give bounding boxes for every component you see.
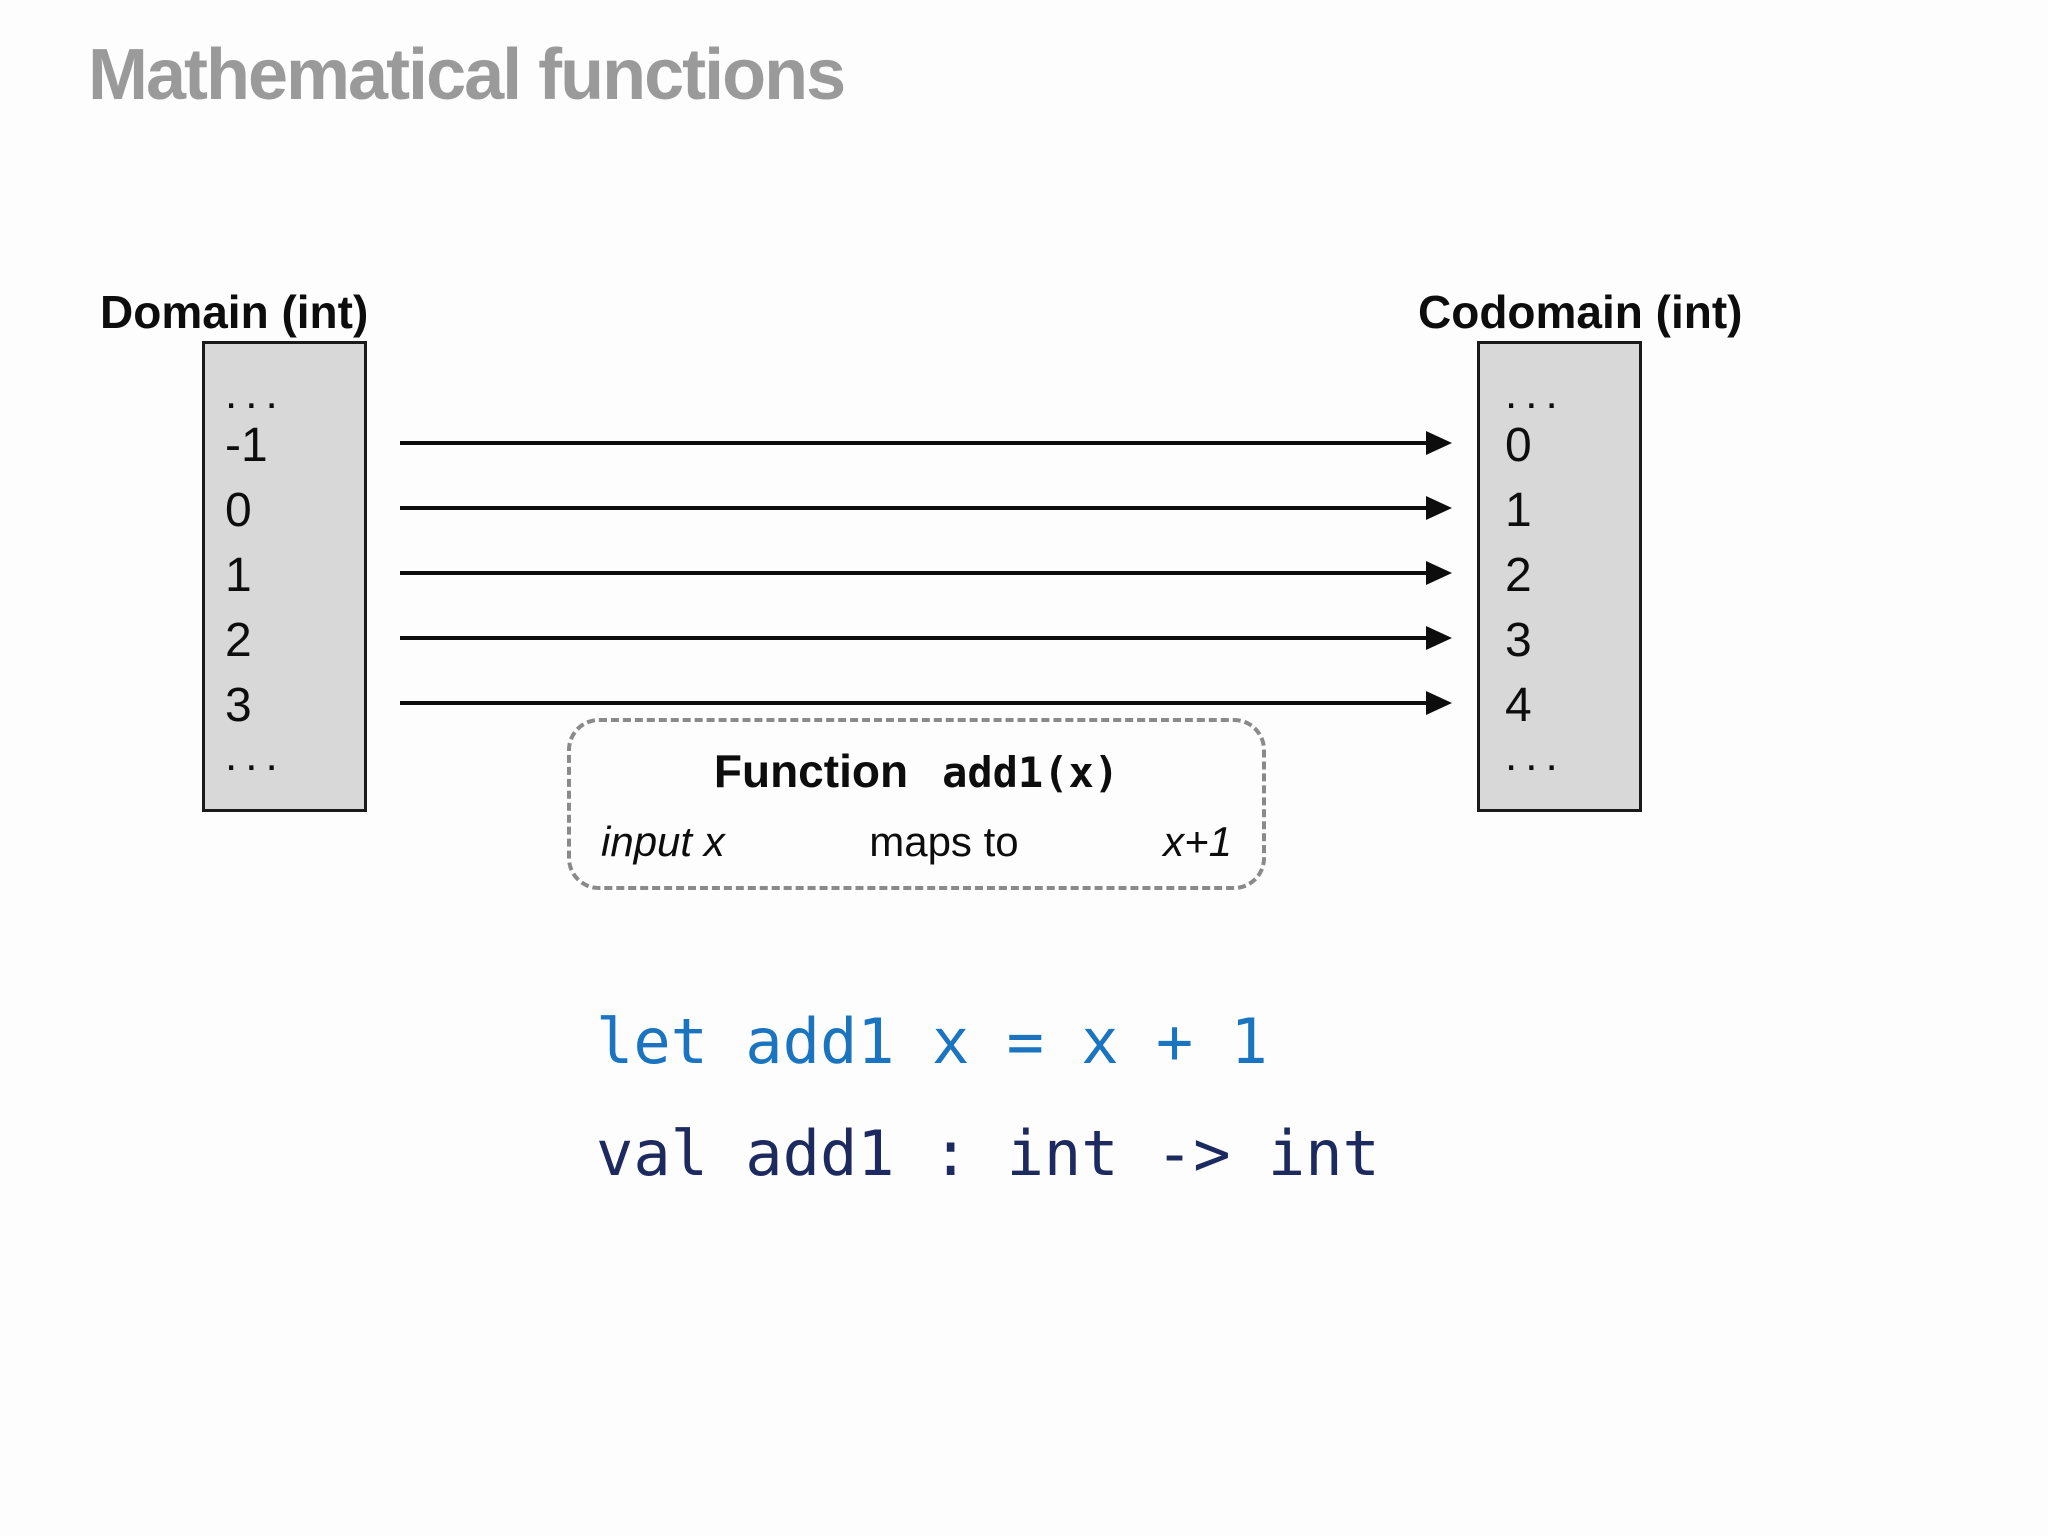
codomain-value: 0: [1505, 419, 1532, 472]
codomain-value: 4: [1505, 679, 1532, 732]
slide-title: Mathematical functions: [88, 35, 846, 115]
function-heading-code: add1(x): [942, 748, 1120, 797]
domain-value: 2: [225, 614, 252, 667]
function-maps-to-label: maps to: [869, 818, 1019, 865]
domain-ellipsis-top: ...: [225, 369, 286, 418]
mapping-arrow: [400, 496, 1452, 520]
function-box-mapping-row: input x maps to x+1: [601, 818, 1232, 866]
codomain-value: 2: [1505, 549, 1532, 602]
domain-value: 1: [225, 549, 252, 602]
codomain-value: 3: [1505, 614, 1532, 667]
function-input-label: input x: [601, 818, 725, 865]
domain-value: 0: [225, 484, 252, 537]
function-output-label: x+1: [1163, 818, 1232, 865]
codomain-ellipsis-bottom: ...: [1505, 731, 1566, 780]
mapping-arrow: [400, 431, 1452, 455]
domain-value: 3: [225, 679, 252, 732]
domain-ellipsis-bottom: ...: [225, 731, 286, 780]
function-box-heading: Function add1(x): [571, 744, 1262, 798]
mapping-arrow: [400, 561, 1452, 585]
code-let-line: let add1 x = x + 1: [596, 1005, 1268, 1078]
function-box: Function add1(x) input x maps to x+1: [567, 718, 1266, 890]
mapping-arrow: [400, 691, 1452, 715]
codomain-set-box: ... 0 1 2 3 4 ...: [1477, 341, 1642, 812]
function-heading-label: Function: [713, 745, 909, 797]
codomain-label: Codomain (int): [1418, 286, 1743, 338]
codomain-ellipsis-top: ...: [1505, 369, 1566, 418]
code-val-line: val add1 : int -> int: [596, 1117, 1380, 1190]
codomain-value: 1: [1505, 484, 1532, 537]
mapping-arrow: [400, 626, 1452, 650]
domain-value: -1: [225, 419, 268, 472]
domain-set-box: ... -1 0 1 2 3 ...: [202, 341, 367, 812]
domain-label: Domain (int): [100, 286, 369, 338]
